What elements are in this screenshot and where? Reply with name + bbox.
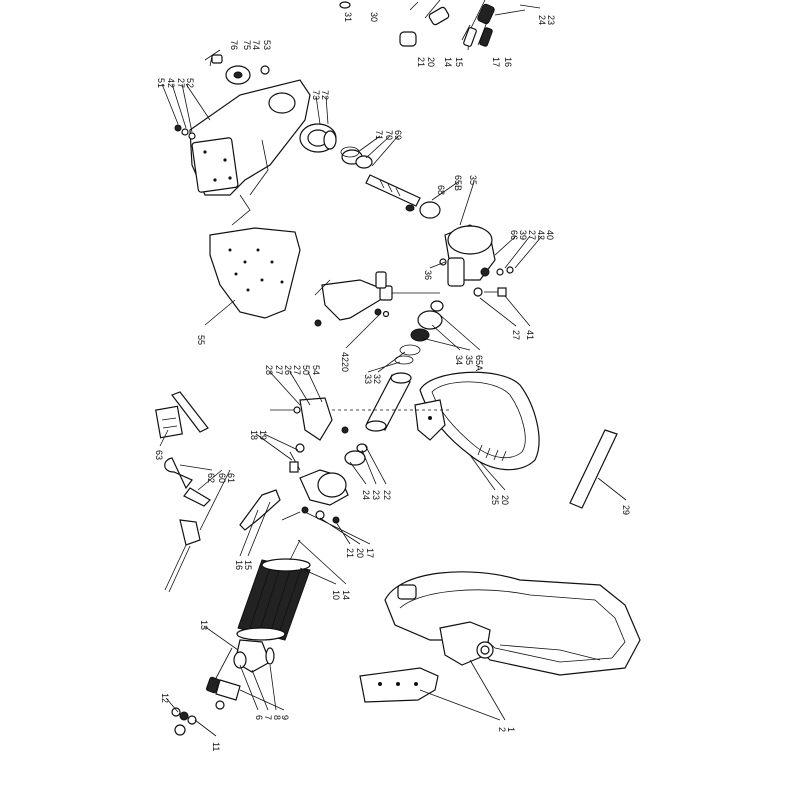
part-label: 13 [199, 620, 209, 630]
part-label: 75 [242, 40, 252, 50]
part-label: 36 [423, 270, 433, 280]
part-label: 24 [537, 15, 547, 25]
bracket-group [314, 271, 440, 327]
part-label: 72 [320, 90, 330, 100]
part-label: 14 [443, 57, 453, 67]
part-label: 26 [283, 365, 293, 375]
guard-plate [204, 227, 301, 326]
top-fragments [339, 0, 541, 51]
part-label: 41 [525, 330, 535, 340]
part-label: 65A [474, 355, 484, 371]
part-label: 35 [464, 355, 474, 365]
part-label: 42 [340, 352, 350, 362]
part-label: 20 [426, 57, 436, 67]
part-label: 21 [345, 548, 355, 558]
loop-handle [414, 371, 540, 471]
part-label: 20 [500, 495, 510, 505]
part-label: 39 [518, 230, 528, 240]
part-label: 42 [166, 78, 176, 88]
part-label: 21 [416, 57, 426, 67]
part-label: 17 [491, 57, 501, 67]
part-label: 14 [341, 590, 351, 600]
part-label: 2 [497, 727, 507, 732]
part-label: 27 [527, 230, 537, 240]
part-label: 55 [196, 335, 206, 345]
grip-end-parts [171, 639, 275, 736]
part-label: 17 [365, 548, 375, 558]
bar-29 [569, 429, 618, 509]
shaft-tube-group [365, 300, 444, 432]
part-label: 23 [546, 15, 556, 25]
part-label: 65B [453, 175, 463, 191]
part-label: 27 [274, 365, 284, 375]
part-label: 51 [156, 78, 166, 88]
part-label: 27 [176, 78, 186, 88]
part-label: 7 [263, 715, 273, 720]
part-label: 35 [468, 175, 478, 185]
part-label: 74 [251, 40, 261, 50]
part-label: 30 [369, 12, 379, 22]
part-label: 16 [503, 57, 513, 67]
part-label: 53 [262, 40, 272, 50]
part-label: 6 [254, 715, 264, 720]
part-label: 69 [393, 130, 403, 140]
part-label: 20 [340, 362, 350, 372]
part-label: 50 [301, 365, 311, 375]
part-label: 15 [454, 57, 464, 67]
part-label: 34 [454, 355, 464, 365]
part-label: 15 [243, 560, 253, 570]
part-label: 27 [292, 365, 302, 375]
part-label: 10 [331, 590, 341, 600]
part-label: 33 [363, 374, 373, 384]
part-label: 61 [226, 473, 236, 483]
part-label: 23 [371, 490, 381, 500]
harness-strap [359, 571, 641, 721]
part-label: 70 [384, 130, 394, 140]
part-label: 1 [506, 727, 516, 732]
part-label: 11 [211, 742, 221, 751]
upper-housing-group [174, 49, 514, 297]
part-label: 19 [258, 430, 268, 440]
part-label: 27 [511, 330, 521, 340]
part-label: 62 [206, 473, 216, 483]
part-label: 22 [382, 490, 392, 500]
rubber-grip [236, 539, 311, 641]
tool-group [155, 391, 211, 593]
part-label: 8 [272, 715, 282, 720]
part-label: 16 [234, 560, 244, 570]
part-label: 20 [355, 548, 365, 558]
throttle-group [239, 426, 368, 531]
part-label: 73 [311, 90, 321, 100]
part-label: 28 [264, 365, 274, 375]
part-label: 76 [229, 40, 239, 50]
part-label: 18 [249, 430, 259, 440]
part-label: 12 [160, 693, 170, 703]
part-label: 66 [509, 230, 519, 240]
part-label: 24 [361, 490, 371, 500]
part-label: 9 [280, 715, 290, 720]
part-label: 40 [545, 230, 555, 240]
part-label: 31 [343, 12, 353, 22]
part-label: 29 [621, 505, 631, 515]
part-label: 60 [217, 473, 227, 483]
part-label: 71 [374, 130, 384, 140]
part-label: 25 [490, 495, 500, 505]
leader-lines [159, 83, 627, 737]
part-label: 52 [185, 78, 195, 88]
clamp-block [270, 397, 450, 441]
part-label: 42 [536, 230, 546, 240]
part-label: 68 [436, 185, 446, 195]
part-label: 54 [311, 365, 321, 375]
part-label: 63 [154, 450, 164, 460]
part-label: 32 [372, 374, 382, 384]
